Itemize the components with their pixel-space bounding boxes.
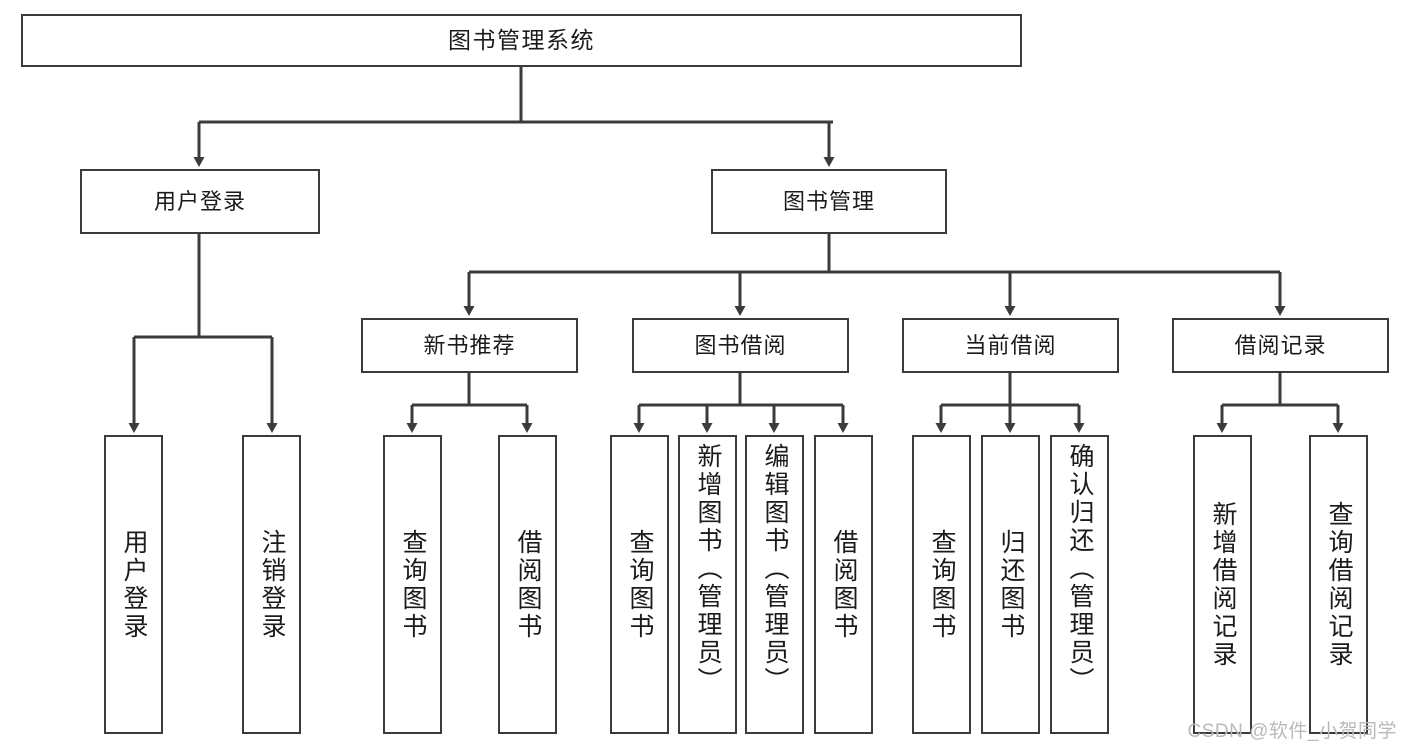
leaf-add-book[interactable]: 新增图书（管理员） xyxy=(678,435,737,734)
leaf-add-borrow-record[interactable]: 新增借阅记录 xyxy=(1193,435,1252,734)
node-label: 查询图书 xyxy=(399,528,427,641)
node-label: 查询图书 xyxy=(626,528,654,641)
node-label: 图书管理 xyxy=(782,188,875,214)
node-label: 当前借阅 xyxy=(964,332,1057,358)
node-label: 借阅图书 xyxy=(514,528,542,641)
node-new-book-recommend[interactable]: 新书推荐 xyxy=(361,318,578,373)
leaf-borrow-book-1[interactable]: 借阅图书 xyxy=(498,435,557,734)
node-label: 用户登录 xyxy=(120,528,148,641)
leaf-logout-login[interactable]: 注销登录 xyxy=(242,435,301,734)
node-book-manage[interactable]: 图书管理 xyxy=(711,169,947,234)
leaf-user-login[interactable]: 用户登录 xyxy=(104,435,163,734)
node-label: 图书管理系统 xyxy=(448,27,595,54)
leaf-edit-book[interactable]: 编辑图书（管理员） xyxy=(745,435,804,734)
node-book-borrow[interactable]: 图书借阅 xyxy=(632,318,849,373)
leaf-query-book-2[interactable]: 查询图书 xyxy=(610,435,669,734)
node-label: 用户登录 xyxy=(153,188,246,214)
node-current-borrow[interactable]: 当前借阅 xyxy=(902,318,1119,373)
leaf-confirm-return[interactable]: 确认归还（管理员） xyxy=(1050,435,1109,734)
node-root-system[interactable]: 图书管理系统 xyxy=(21,14,1022,67)
node-label: 注销登录 xyxy=(258,528,286,641)
node-label: 查询图书 xyxy=(928,528,956,641)
leaf-borrow-book-2[interactable]: 借阅图书 xyxy=(814,435,873,734)
node-label: 查询借阅记录 xyxy=(1325,500,1353,669)
node-user-login[interactable]: 用户登录 xyxy=(80,169,320,234)
leaf-query-book-3[interactable]: 查询图书 xyxy=(912,435,971,734)
leaf-query-borrow-record[interactable]: 查询借阅记录 xyxy=(1309,435,1368,734)
node-label: 新增借阅记录 xyxy=(1209,500,1237,669)
node-label: 借阅记录 xyxy=(1234,332,1327,358)
node-label: 确认归还（管理员） xyxy=(1066,443,1094,695)
node-label: 借阅图书 xyxy=(830,528,858,641)
node-label: 新书推荐 xyxy=(423,332,516,358)
node-label: 编辑图书（管理员） xyxy=(761,443,789,695)
node-label: 图书借阅 xyxy=(694,332,787,358)
leaf-return-book[interactable]: 归还图书 xyxy=(981,435,1040,734)
node-borrow-record[interactable]: 借阅记录 xyxy=(1172,318,1389,373)
node-label: 归还图书 xyxy=(997,528,1025,641)
leaf-query-book-1[interactable]: 查询图书 xyxy=(383,435,442,734)
node-label: 新增图书（管理员） xyxy=(694,443,722,695)
